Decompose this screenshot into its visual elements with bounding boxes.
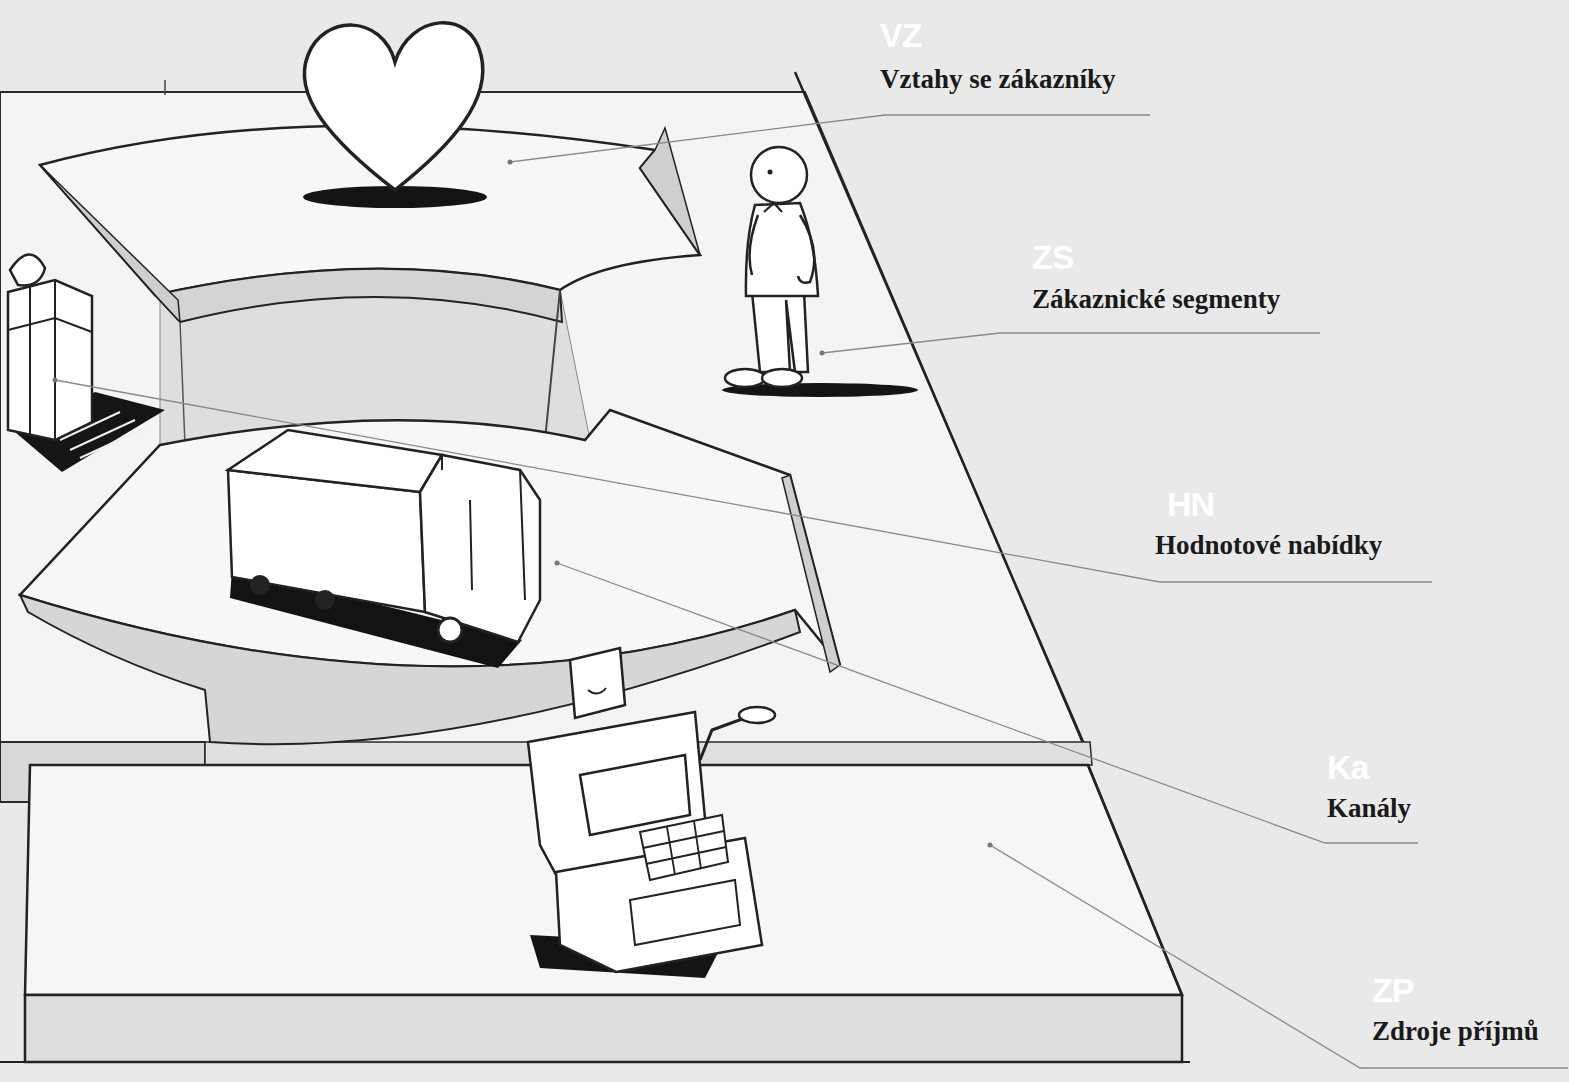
revenue-platform-side [25, 995, 1182, 1062]
canvas-platform [0, 92, 1090, 760]
block-title: Kanály [1327, 795, 1411, 822]
truck-wheel [438, 618, 462, 642]
person-symbol [752, 292, 808, 372]
register-keypad [640, 815, 728, 880]
block-code: ZP [1372, 973, 1413, 1007]
truck-symbol [442, 455, 525, 600]
relationship-band-side [545, 290, 560, 440]
truck-wheel [315, 590, 335, 610]
block-title: Zdroje příjmů [1372, 1018, 1539, 1045]
person-symbol [762, 369, 802, 387]
truck-symbol [420, 455, 540, 642]
gift-symbol [8, 280, 92, 440]
block-code: HN [1167, 487, 1214, 521]
register-symbol [580, 755, 690, 835]
person-symbol [798, 215, 814, 283]
block-title: Zákaznické segmenty [1032, 286, 1280, 313]
block-title: Vztahy se zákazníky [880, 66, 1116, 93]
block-title: Hodnotové nabídky [1155, 532, 1382, 559]
person-symbol [750, 215, 758, 275]
person-symbol [764, 203, 782, 212]
block-code: VZ [880, 18, 921, 52]
register-keypad [643, 821, 726, 875]
person-symbol [725, 369, 765, 387]
truck-symbol [228, 430, 442, 492]
heart-symbol [304, 23, 482, 190]
leader-dot [53, 378, 58, 383]
block-code: Ka [1327, 750, 1368, 784]
block-code: ZS [1032, 240, 1073, 274]
truck-symbol [228, 470, 425, 612]
leader-dot [988, 843, 993, 848]
person-symbol [746, 203, 818, 296]
leader-dot [820, 351, 825, 356]
register-crank [700, 718, 745, 760]
leader-line [557, 563, 1418, 843]
leader-dot [555, 561, 560, 566]
leader-line [510, 115, 1150, 162]
gift-symbol [10, 254, 45, 285]
register-crank [739, 707, 775, 723]
register-symbol [588, 688, 606, 694]
truck-wheel [250, 575, 270, 595]
register-symbol [570, 648, 625, 718]
platform-edge [164, 80, 166, 95]
leader-dot [508, 160, 513, 165]
platform-edge [1088, 765, 1182, 995]
person-symbol [768, 170, 773, 175]
channel-band-side [782, 475, 840, 672]
leader-line [55, 380, 1432, 582]
leader-line [990, 845, 1568, 1068]
platform-edge [0, 1061, 1190, 1063]
relationship-band-side [640, 128, 700, 255]
person-symbol [751, 147, 807, 203]
relationship-band-side [180, 322, 185, 445]
register-symbol [630, 880, 740, 945]
gift-symbol [8, 280, 92, 440]
leader-line [822, 333, 1320, 353]
platform-edge [795, 72, 1090, 758]
relationship-band-side [155, 269, 562, 322]
